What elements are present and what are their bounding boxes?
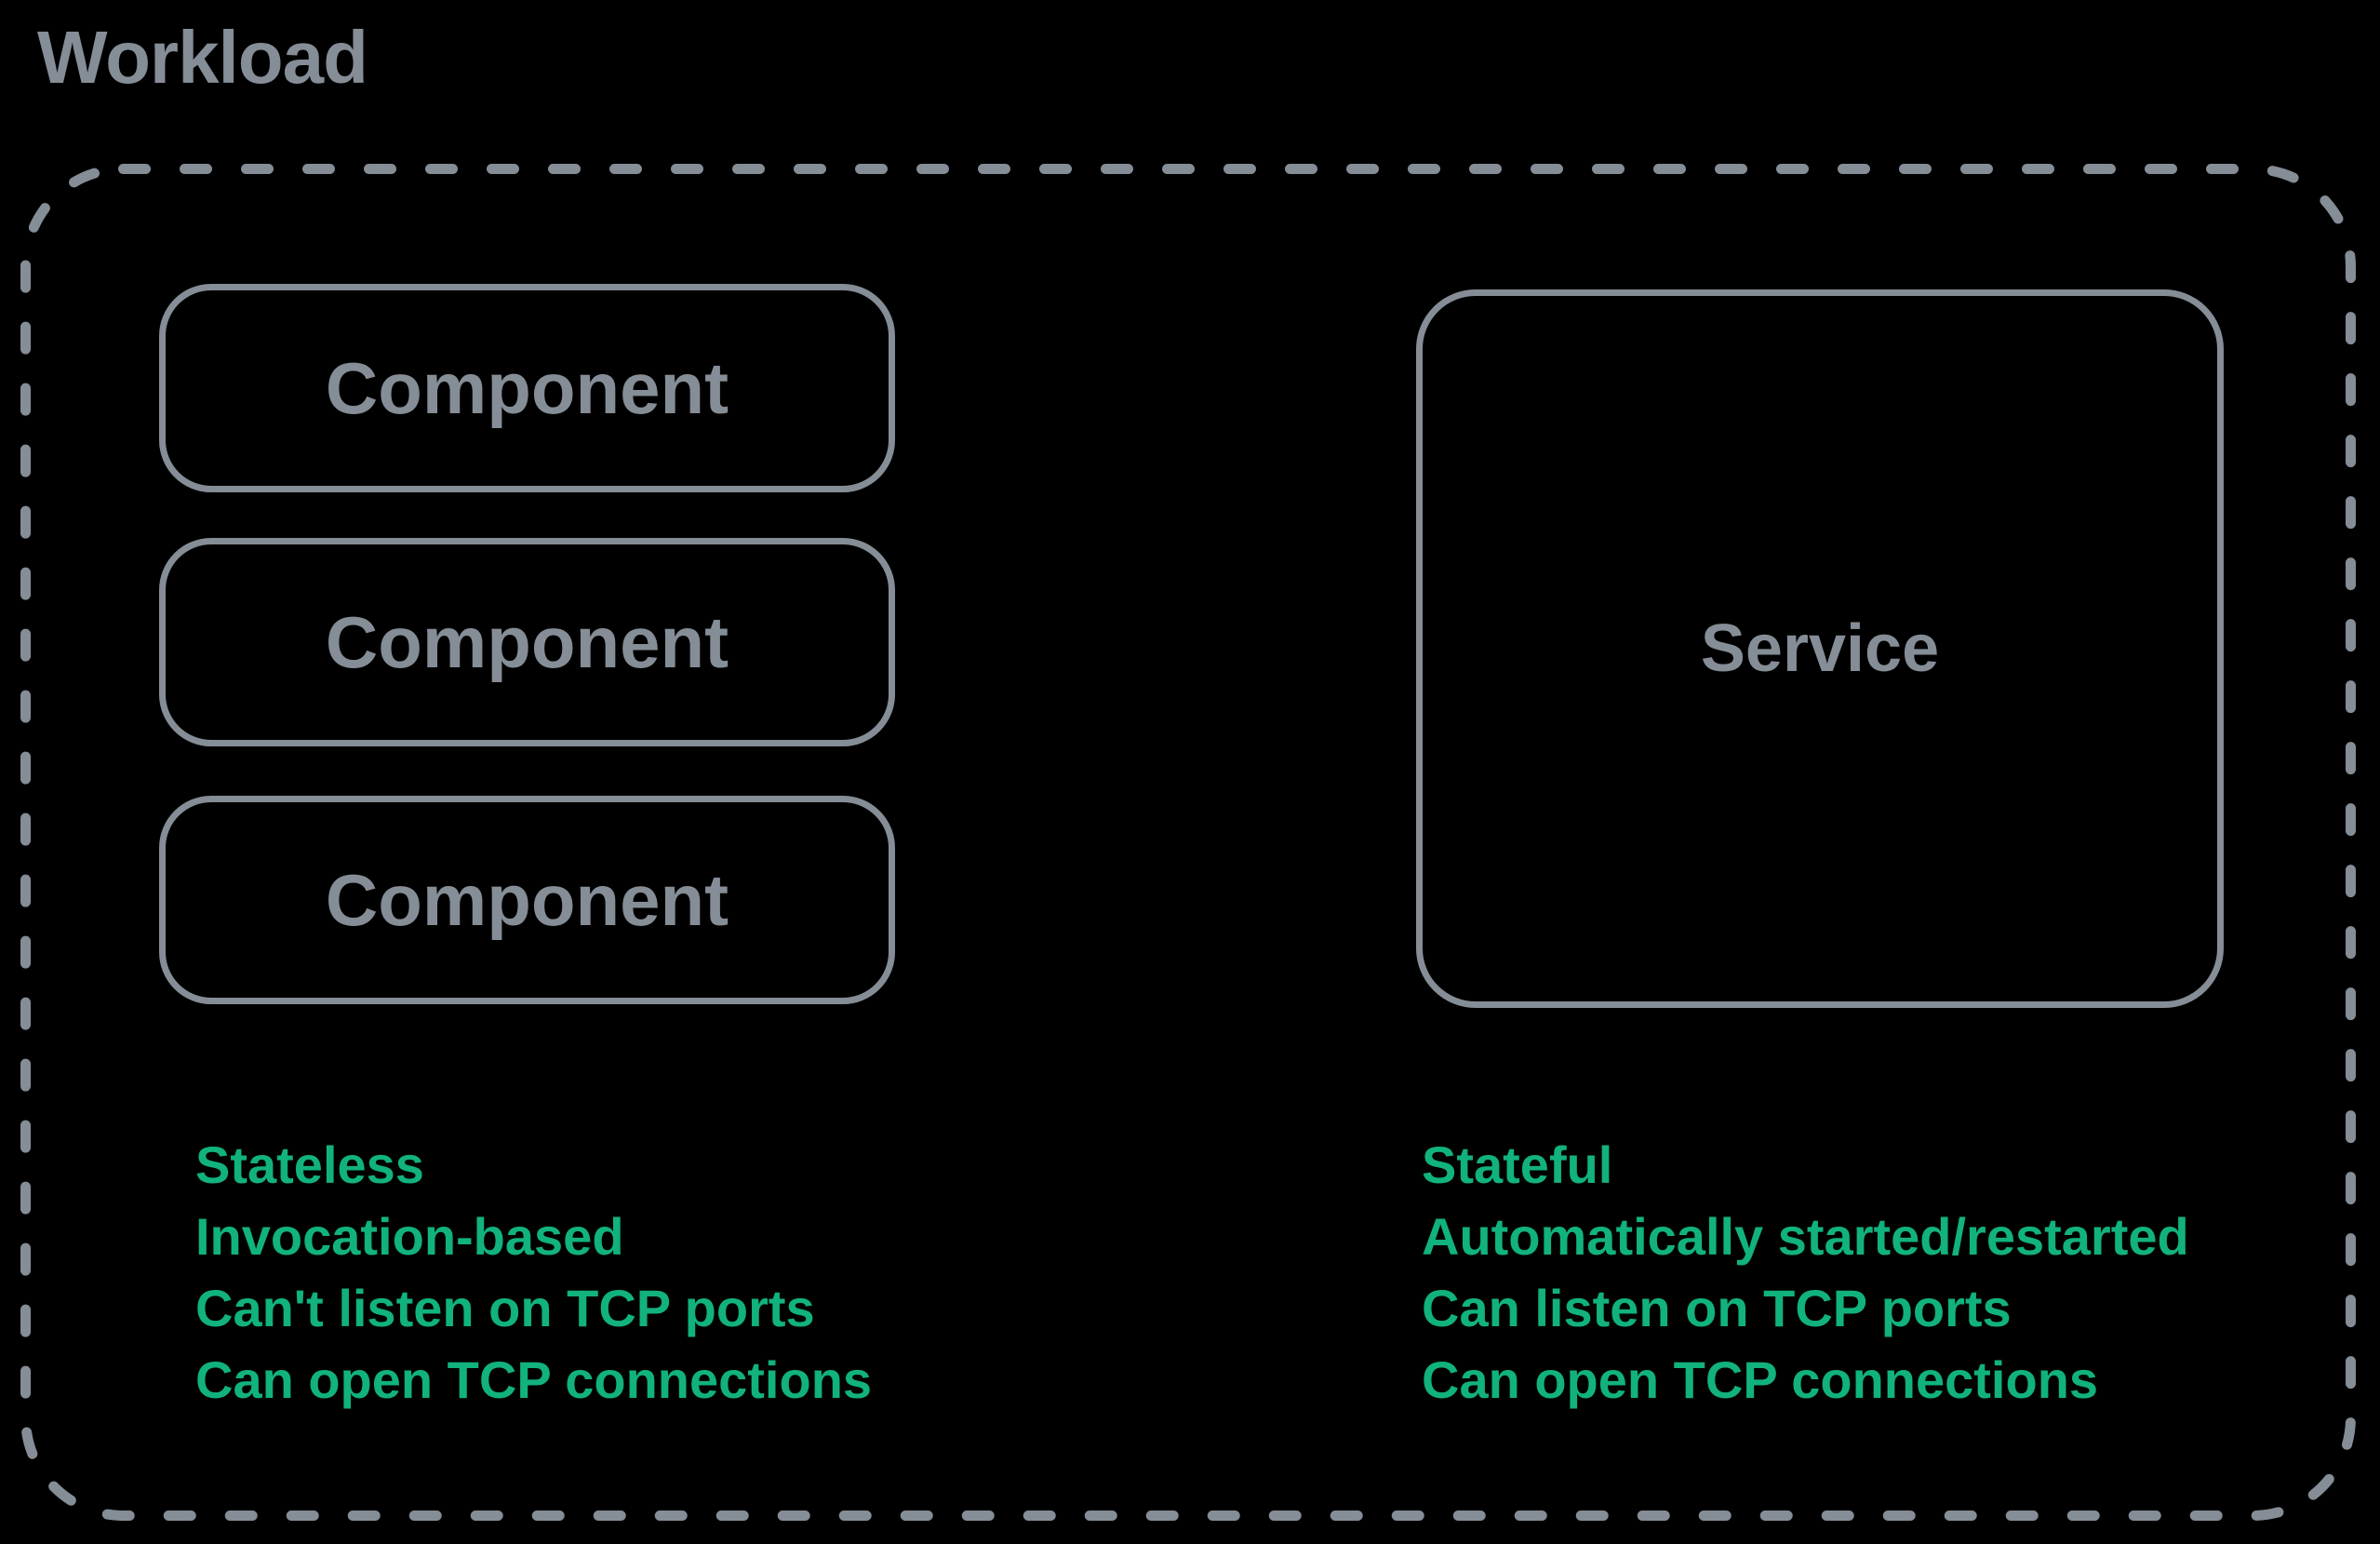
service-trait-line: Stateful [1422,1135,1613,1194]
workload-dashed-border [20,164,2356,1521]
component-trait-line: Can open TCP connections [195,1350,873,1409]
component-label: Component [325,346,729,429]
component-box: Component [159,538,895,746]
component-traits: Stateless Invocation-based Can't listen … [195,1129,872,1416]
service-trait-line: Automatically started/restarted [1422,1207,2189,1266]
component-trait-line: Invocation-based [195,1207,624,1266]
service-trait-line: Can listen on TCP ports [1422,1279,2012,1337]
component-box: Component [159,284,895,492]
component-box: Component [159,796,895,1004]
service-trait-line: Can open TCP connections [1422,1350,2099,1409]
component-trait-line: Can't listen on TCP ports [195,1279,815,1337]
service-label: Service [1700,611,1940,686]
service-box: Service [1416,289,2224,1008]
service-traits: Stateful Automatically started/restarted… [1422,1129,2189,1416]
component-label: Component [325,858,729,941]
component-trait-line: Stateless [195,1135,424,1194]
workload-title: Workload [37,16,368,99]
component-label: Component [325,600,729,683]
